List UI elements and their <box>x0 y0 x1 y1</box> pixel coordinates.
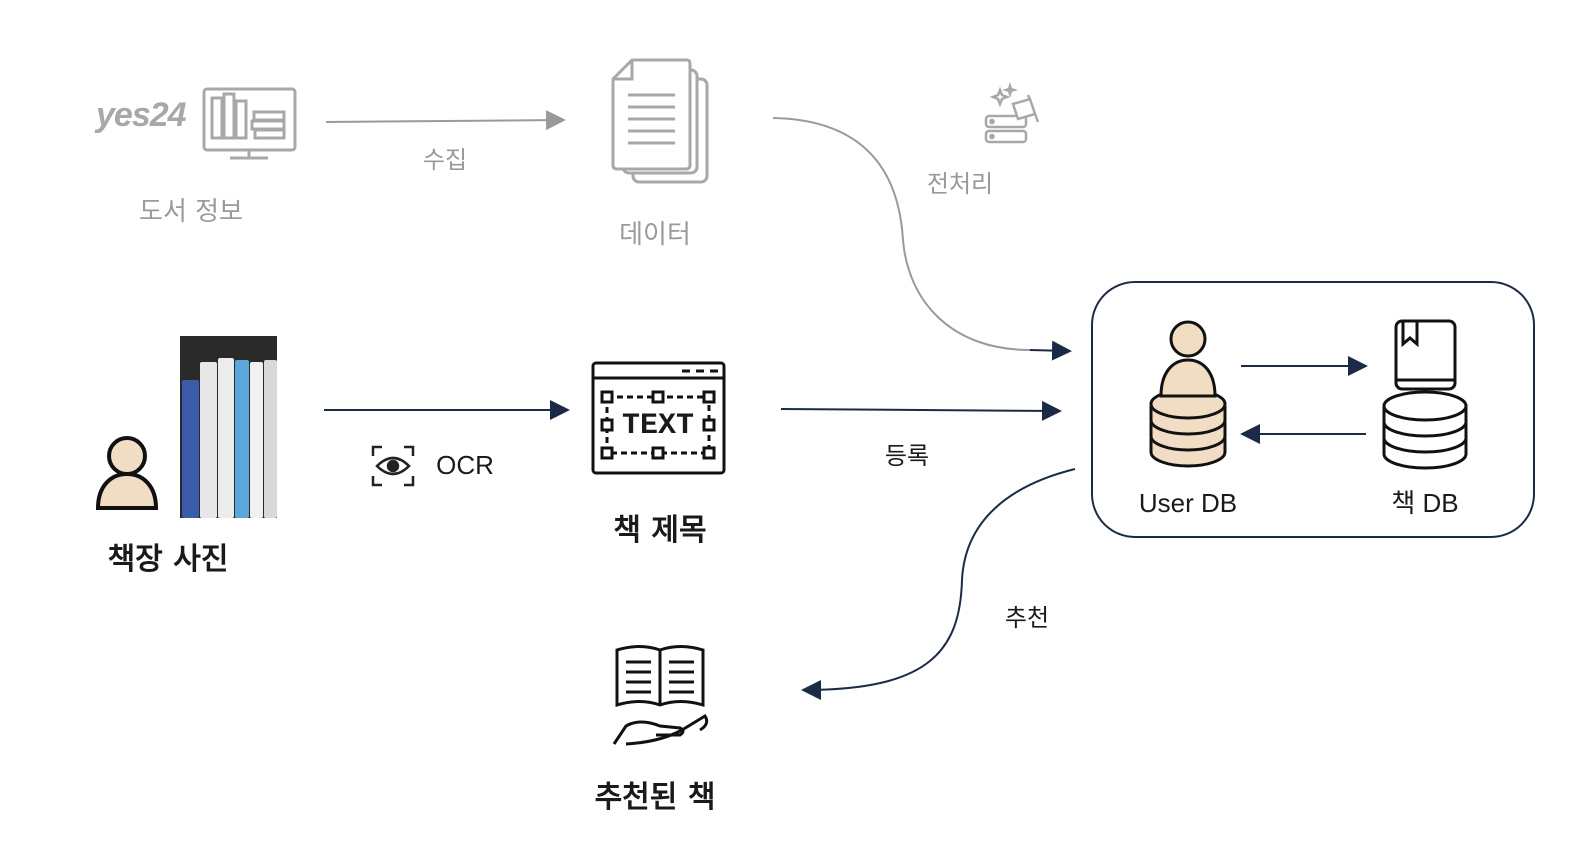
preprocess-arrow <box>772 117 1031 351</box>
user-db-label: User DB <box>1138 488 1238 518</box>
book-db-label: 책 DB <box>1391 488 1459 518</box>
title-label: 책 제목 <box>613 513 707 548</box>
user-icon <box>95 436 159 510</box>
documents-icon <box>611 58 709 184</box>
monitor-icon <box>202 87 297 160</box>
user-db-icon <box>1149 320 1227 468</box>
eye-scan-icon <box>371 445 415 487</box>
book-in-hand-icon <box>612 645 709 746</box>
recommended-book-label: 추천된 책 <box>594 780 716 815</box>
recommend-label: 추천 <box>1004 604 1050 632</box>
yes24-logo: yes24 <box>96 96 187 134</box>
register-label: 등록 <box>884 442 930 470</box>
text-window-icon <box>591 361 726 475</box>
source-label: 도서 정보 <box>139 197 243 227</box>
db-container <box>1091 281 1535 538</box>
shelf-photo-label: 책장 사진 <box>107 542 229 577</box>
collect-label: 수집 <box>422 146 468 174</box>
register-arrow <box>780 400 1062 421</box>
preprocess-icon <box>984 82 1040 144</box>
ocr-label: OCR <box>436 450 494 480</box>
collect-arrow <box>325 110 566 131</box>
preprocess-label: 전처리 <box>926 170 994 198</box>
text-icon-word: TEXT <box>621 409 695 443</box>
bookshelf-photo <box>180 336 277 518</box>
data-label: 데이터 <box>619 220 691 250</box>
recommend-arrow <box>801 468 1076 700</box>
book-db-icon <box>1382 319 1468 470</box>
